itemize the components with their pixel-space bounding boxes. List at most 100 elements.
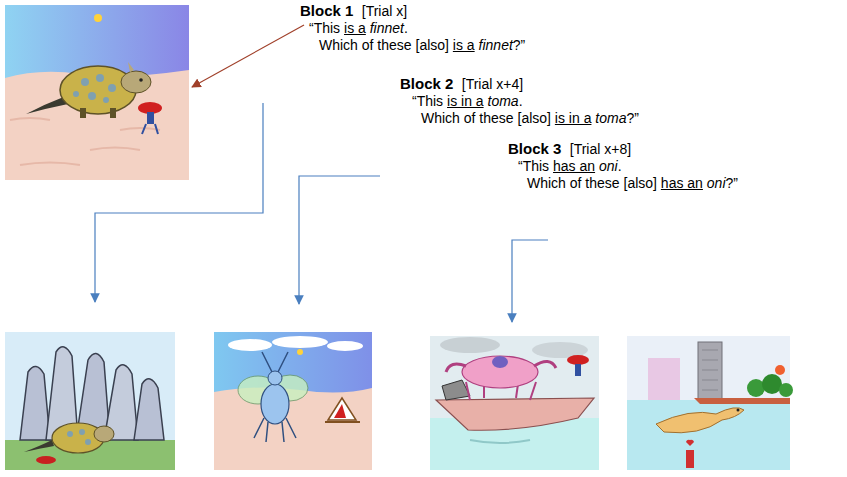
choice-picture-part [79,429,85,435]
choice-picture-part [334,404,346,418]
prompt-text: Which of these [also] [421,110,551,126]
sample-picture-part [80,108,86,118]
choice-picture-part [261,384,289,424]
novel-word: toma [595,110,626,126]
prompt-text: [Trial x+8] [570,141,631,157]
choice-picture-part [214,332,372,470]
choice-picture-part [262,352,288,372]
sample-picture-part [73,91,79,97]
choice-picture-part [775,365,785,375]
novel-word: finnet [370,20,404,36]
choice-picture-part [698,342,722,402]
choice-picture-part [627,336,790,470]
choice-picture-part [656,408,744,433]
choice-picture [5,332,175,470]
text-line: Block 3 [Trial x+8] [508,140,631,158]
prompt-text: ?” [626,110,638,126]
prompt-text: Which of these [also] [319,37,449,53]
sample-picture-part [10,118,160,165]
block-heading: Block 1 [300,2,353,19]
choice-picture-part [325,421,360,423]
prompt-text: has an [553,158,595,174]
choice-picture-part [134,379,164,440]
prompt-text: . [404,20,408,36]
sample-picture-part [147,112,154,124]
prompt-text: ?” [726,175,738,191]
choice-picture-part [575,364,581,376]
prompt-text: “This [412,93,443,109]
sample-picture-part [88,92,96,100]
choice-picture-part [297,349,303,355]
prompt-text: is a [453,37,475,53]
choice-picture-part [627,400,790,470]
choice-picture [214,332,372,470]
choice-picture-part [702,350,718,390]
choice-picture-part [737,409,740,412]
choice-picture-part [24,440,54,452]
choice-picture-part [470,440,530,443]
text-line: Block 2 [Trial x+4] [400,75,523,93]
sample-picture-part [96,74,104,82]
choice-picture-part [20,366,50,440]
prompt-text: . [618,158,622,174]
prompt-text: is a [344,20,366,36]
sample-picture-part [121,71,151,93]
sample-picture-part [81,78,89,86]
sample-picture-part [94,14,102,22]
text-line: “Thisis afinnet. [309,20,408,37]
choice-picture-part [567,355,589,365]
choice-picture-part [440,337,500,353]
prompt-text: “This [309,20,340,36]
prompt-text: [Trial x+4] [462,76,523,92]
choice-picture-part [686,450,694,468]
choice-picture-part [85,439,91,445]
prompt-text: is in a [447,93,484,109]
text-line: Which of these [also]is in atoma?” [421,110,639,127]
sample-picture-part [5,5,189,180]
choice-picture-part [327,341,363,351]
choice-picture [430,336,599,470]
text-line: Which of these [also]has anoni?” [527,175,738,192]
choice-picture-part [94,426,114,442]
leader-arrow [299,176,380,304]
prompt-text: [Trial x] [362,3,407,19]
choice-picture-part [228,339,272,351]
choice-picture-part [762,374,782,394]
choice-picture-part [254,418,296,442]
choice-picture-part [694,398,790,404]
prompt-text: . [519,93,523,109]
choice-picture-part [36,456,56,464]
text-line: Block 1 [Trial x] [300,2,407,20]
choice-picture-part [686,440,694,446]
sample-picture-part [142,124,158,134]
leader-arrow [95,103,263,302]
novel-word: toma [488,93,519,109]
novel-word: oni [707,175,726,191]
novel-word: finnet [479,37,513,53]
prompt-text: “This [518,158,549,174]
choice-picture-part [779,383,793,397]
text-line: “Thisis in atoma. [412,93,523,110]
leader-arrow [192,25,304,87]
choice-picture-part [328,398,356,420]
sample-picture-part [60,66,136,114]
leader-arrow [512,240,548,322]
choice-picture [627,336,793,470]
choice-picture-part [5,332,175,470]
sample-picture-part [128,62,134,72]
sample-picture-part [108,84,116,92]
choice-picture-part [430,336,599,470]
sample-picture-part [110,108,116,118]
choice-picture-part [436,398,594,430]
choice-picture-part [648,358,680,402]
prompt-text: Which of these [also] [527,175,657,191]
block-heading: Block 3 [508,140,561,157]
sample-picture-part [139,78,143,82]
text-line: Which of these [also]is afinnet?” [319,37,525,54]
sample-picture [5,5,189,180]
prompt-text: is in a [555,110,592,126]
sample-picture-part [103,97,109,103]
block-heading: Block 2 [400,75,453,92]
